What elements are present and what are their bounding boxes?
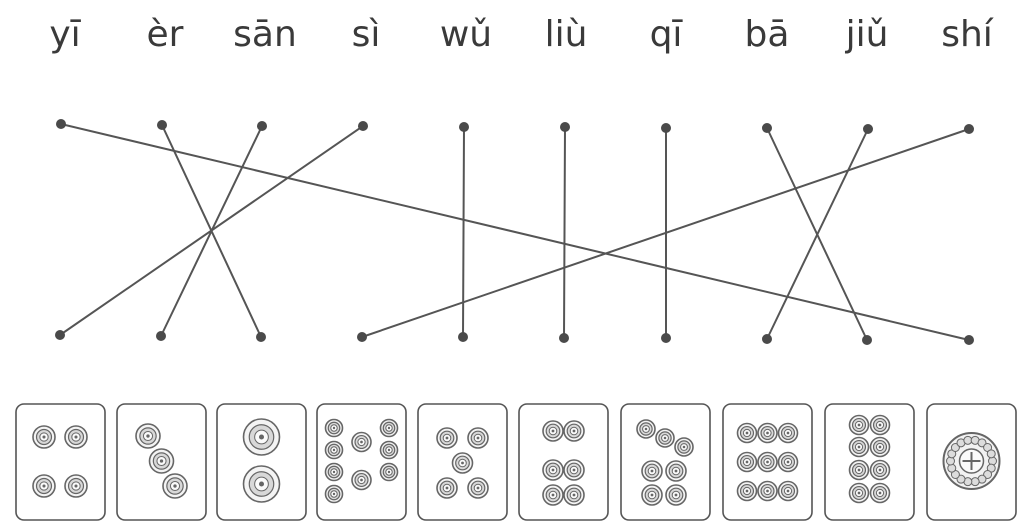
mahjong-tile (15, 403, 106, 521)
connection-line (766, 128, 869, 340)
pinyin-label-6: liù (544, 14, 588, 55)
top-dot (560, 122, 570, 132)
pinyin-label-1: yī (49, 14, 81, 55)
bottom-dot (762, 334, 772, 344)
mahjong-tile (417, 403, 508, 521)
mahjong-tile (620, 403, 711, 521)
mahjong-tile (518, 403, 609, 521)
pinyin-label-row: yī èr sān sì wǔ liù qī bā jiǔ shí (0, 0, 1032, 70)
bottom-dot (559, 333, 569, 343)
bottom-dot (661, 333, 671, 343)
mahjong-tile (824, 403, 915, 521)
top-dot (863, 124, 873, 134)
top-dot (964, 124, 974, 134)
connection-line (59, 125, 364, 336)
connection-line (563, 126, 566, 339)
matching-lines-area (55, 119, 974, 345)
pinyin-label-10: shí (941, 14, 993, 55)
top-dot (56, 119, 66, 129)
mahjong-tile (216, 403, 307, 521)
bottom-dot (458, 332, 468, 342)
mahjong-tile (116, 403, 207, 521)
pinyin-label-2: èr (146, 14, 184, 55)
connection-line (361, 128, 970, 338)
pinyin-label-7: qī (649, 14, 683, 55)
top-dot (257, 121, 267, 131)
bottom-dot (156, 331, 166, 341)
pinyin-label-3: sān (233, 14, 297, 55)
connection-line (60, 123, 970, 341)
top-dot (762, 123, 772, 133)
pinyin-label-5: wǔ (439, 14, 493, 55)
bottom-dot (256, 332, 266, 342)
bottom-dot (357, 332, 367, 342)
bottom-dot (964, 335, 974, 345)
top-dot (157, 120, 167, 130)
top-dot (358, 121, 368, 131)
bottom-dot (862, 335, 872, 345)
mahjong-tile (926, 403, 1017, 521)
pinyin-label-9: jiǔ (845, 14, 889, 55)
pinyin-label-8: bā (744, 14, 790, 55)
pinyin-label-4: sì (351, 14, 381, 55)
mahjong-tile (722, 403, 813, 521)
top-dot (459, 122, 469, 132)
mahjong-tile (316, 403, 407, 521)
bottom-dot (55, 330, 65, 340)
top-dot (661, 123, 671, 133)
